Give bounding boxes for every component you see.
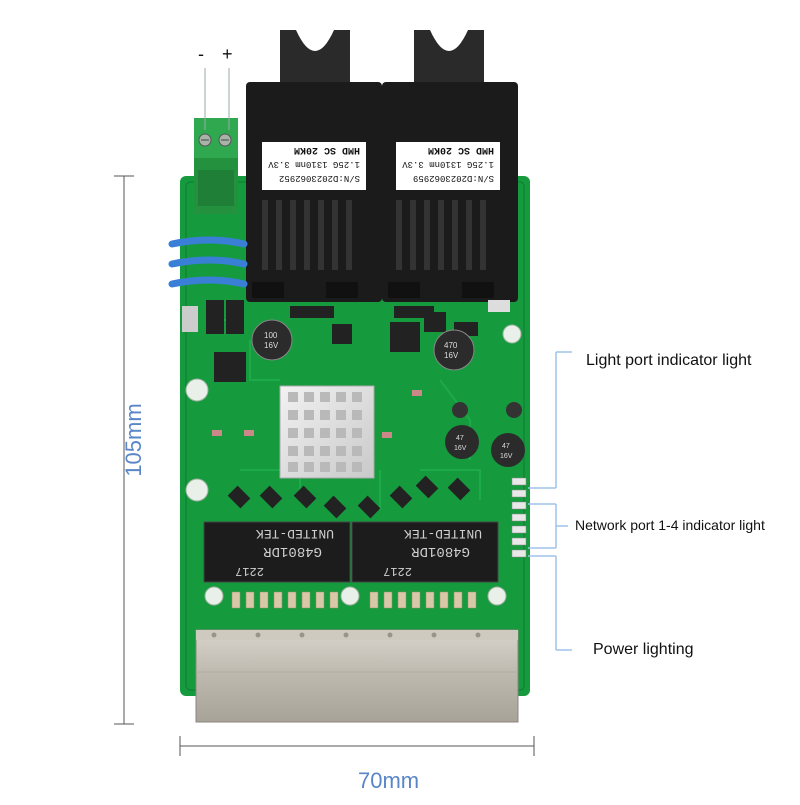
capacitor-3-voltage: 16V <box>454 445 467 452</box>
mounting-holes <box>185 324 522 606</box>
network-port-indicator-label: Network port 1-4 indicator light <box>575 517 765 533</box>
capacitor-4: 47 16V <box>491 433 525 467</box>
width-dimension-label: 70mm <box>358 768 420 793</box>
callout-network-port-line <box>528 503 568 549</box>
fiber-module-2 <box>382 30 518 302</box>
height-dimension-line <box>114 175 134 725</box>
height-dimension-label: 105mm <box>121 403 146 477</box>
module-2-label-line-3: HMD SC 20KM <box>428 144 494 155</box>
module-2-label-line-2: 1.25G 1310nm 3.3V <box>402 159 494 169</box>
callout-power-line <box>528 555 572 651</box>
transformer-2: 2217 G4801DR UNITED-TEK <box>351 521 499 583</box>
light-port-indicator-label: Light port indicator light <box>586 352 752 369</box>
capacitor-4-value: 47 <box>502 443 510 450</box>
capacitor-1: 100 16V <box>251 319 293 361</box>
capacitor-4-voltage: 16V <box>500 453 513 460</box>
resistor-row <box>231 591 477 609</box>
power-lighting-label: Power lighting <box>593 641 694 658</box>
capacitor-2-voltage: 16V <box>444 351 459 360</box>
transformer-2-code: 2217 <box>383 564 412 578</box>
transformer-2-part: G4801DR <box>411 543 470 559</box>
transformer-1: 2217 G4801DR UNITED-TEK <box>203 521 351 583</box>
rj45-connector-block <box>195 629 519 723</box>
polarity-plus-label: + <box>222 44 233 64</box>
indicator-leds <box>511 477 527 558</box>
transformer-1-brand: UNITED-TEK <box>256 526 334 541</box>
transformer-2-brand: UNITED-TEK <box>404 526 482 541</box>
polarity-minus-label: - <box>198 44 204 64</box>
capacitor-1-voltage: 16V <box>264 341 279 350</box>
smd-components <box>182 300 522 519</box>
transformer-1-part: G4801DR <box>263 543 322 559</box>
capacitor-2-value: 470 <box>444 341 458 350</box>
module-1-label-line-2: 1.25G 1310nm 3.3V <box>268 159 360 169</box>
capacitor-1-value: 100 <box>264 331 278 340</box>
heatsink <box>279 385 375 479</box>
power-terminal <box>194 68 238 214</box>
module-1-label-line-3: HMD SC 20KM <box>294 144 360 155</box>
module-2-label-line-1: S/N:D2023062959 <box>413 173 494 183</box>
transformer-1-code: 2217 <box>235 564 264 578</box>
fiber-module-1 <box>246 30 382 302</box>
capacitor-3: 47 16V <box>445 425 479 459</box>
capacitor-3-value: 47 <box>456 435 464 442</box>
callout-light-port-line <box>528 351 572 489</box>
width-dimension-line <box>179 736 535 756</box>
inductor-coil <box>168 236 248 288</box>
module-1-label-line-1: S/N:D2023062952 <box>279 173 360 183</box>
capacitor-2: 470 16V <box>433 329 475 371</box>
